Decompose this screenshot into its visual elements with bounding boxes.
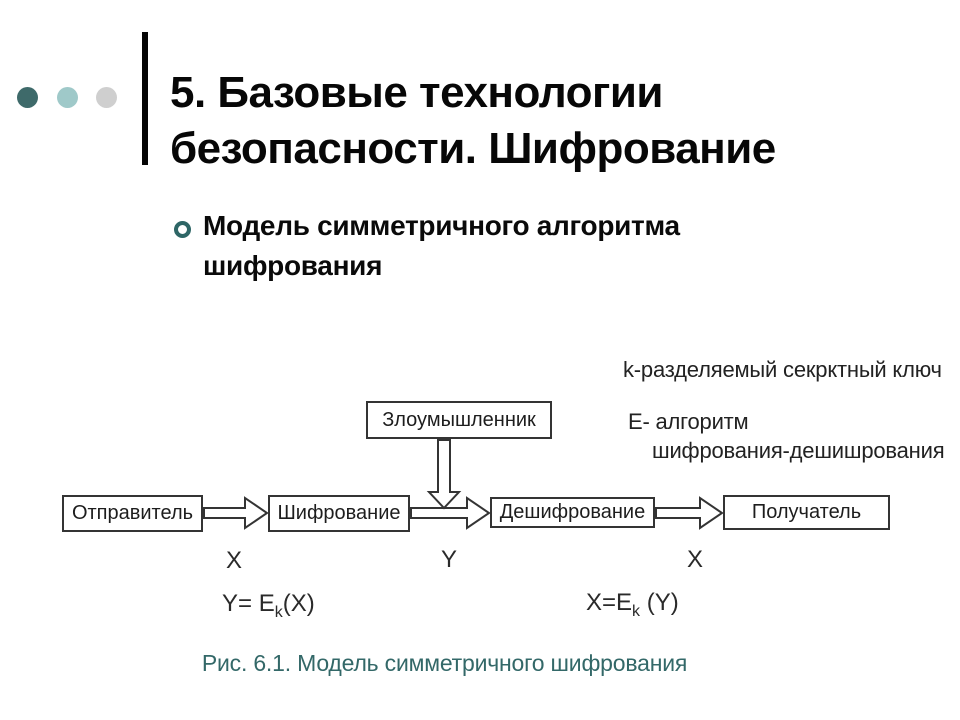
formula-decrypt-sub: k — [632, 602, 641, 620]
arrow-decrypt-to-receiver — [655, 496, 724, 530]
bullet-ring-icon — [174, 221, 191, 238]
formula-encrypt-sub: k — [274, 603, 283, 621]
formula-decrypt: X=Ek (Y) — [586, 589, 679, 621]
annotation-algorithm-line2: шифрования-дешишрования — [652, 438, 945, 463]
bullet-text: Модель симметричного алгоритма шифровани… — [203, 206, 723, 286]
title-divider-bar — [142, 32, 148, 165]
diagram-box-receiver: Получатель — [723, 495, 890, 530]
decorative-dot-gray — [96, 87, 117, 108]
annotation-algorithm: E- алгоритм шифрования-дешишрования — [628, 407, 945, 465]
slide-title: 5. Базовые технологии безопасности. Шифр… — [170, 65, 950, 177]
formula-encrypt: Y= Ek(X) — [222, 590, 315, 622]
slide-title-line2: безопасности. Шифрование — [170, 124, 776, 174]
flow-label-x2: X — [687, 546, 704, 573]
decorative-dot-light-teal — [57, 87, 78, 108]
diagram-box-sender: Отправитель — [62, 495, 203, 532]
formula-decrypt-base: X=E — [586, 589, 633, 616]
diagram-box-intruder: Злоумышленник — [366, 401, 552, 439]
annotation-algorithm-line1: E- алгоритм — [628, 409, 749, 434]
bullet-text-line1: Модель симметричного алгоритма — [203, 210, 680, 241]
formula-encrypt-rest: (X) — [282, 590, 315, 617]
diagram-box-decrypt: Дешифрование — [490, 497, 655, 528]
decorative-dot-dark-teal — [17, 87, 38, 108]
annotation-shared-key: k-разделяемый секрктный ключ — [623, 357, 942, 382]
flow-label-y: Y — [441, 546, 458, 573]
arrow-intruder-down — [426, 439, 462, 510]
arrow-encrypt-to-decrypt — [410, 496, 491, 530]
diagram-box-encrypt: Шифрование — [268, 495, 410, 532]
flow-label-x1: X — [226, 547, 243, 574]
formula-encrypt-base: Y= E — [222, 590, 275, 617]
arrow-sender-to-encrypt — [203, 496, 269, 530]
bullet-text-line2: шифрования — [203, 250, 383, 281]
slide-title-line1: 5. Базовые технологии — [170, 68, 663, 118]
figure-caption: Рис. 6.1. Модель симметричного шифровани… — [201, 650, 688, 676]
formula-decrypt-rest: (Y) — [640, 589, 679, 616]
